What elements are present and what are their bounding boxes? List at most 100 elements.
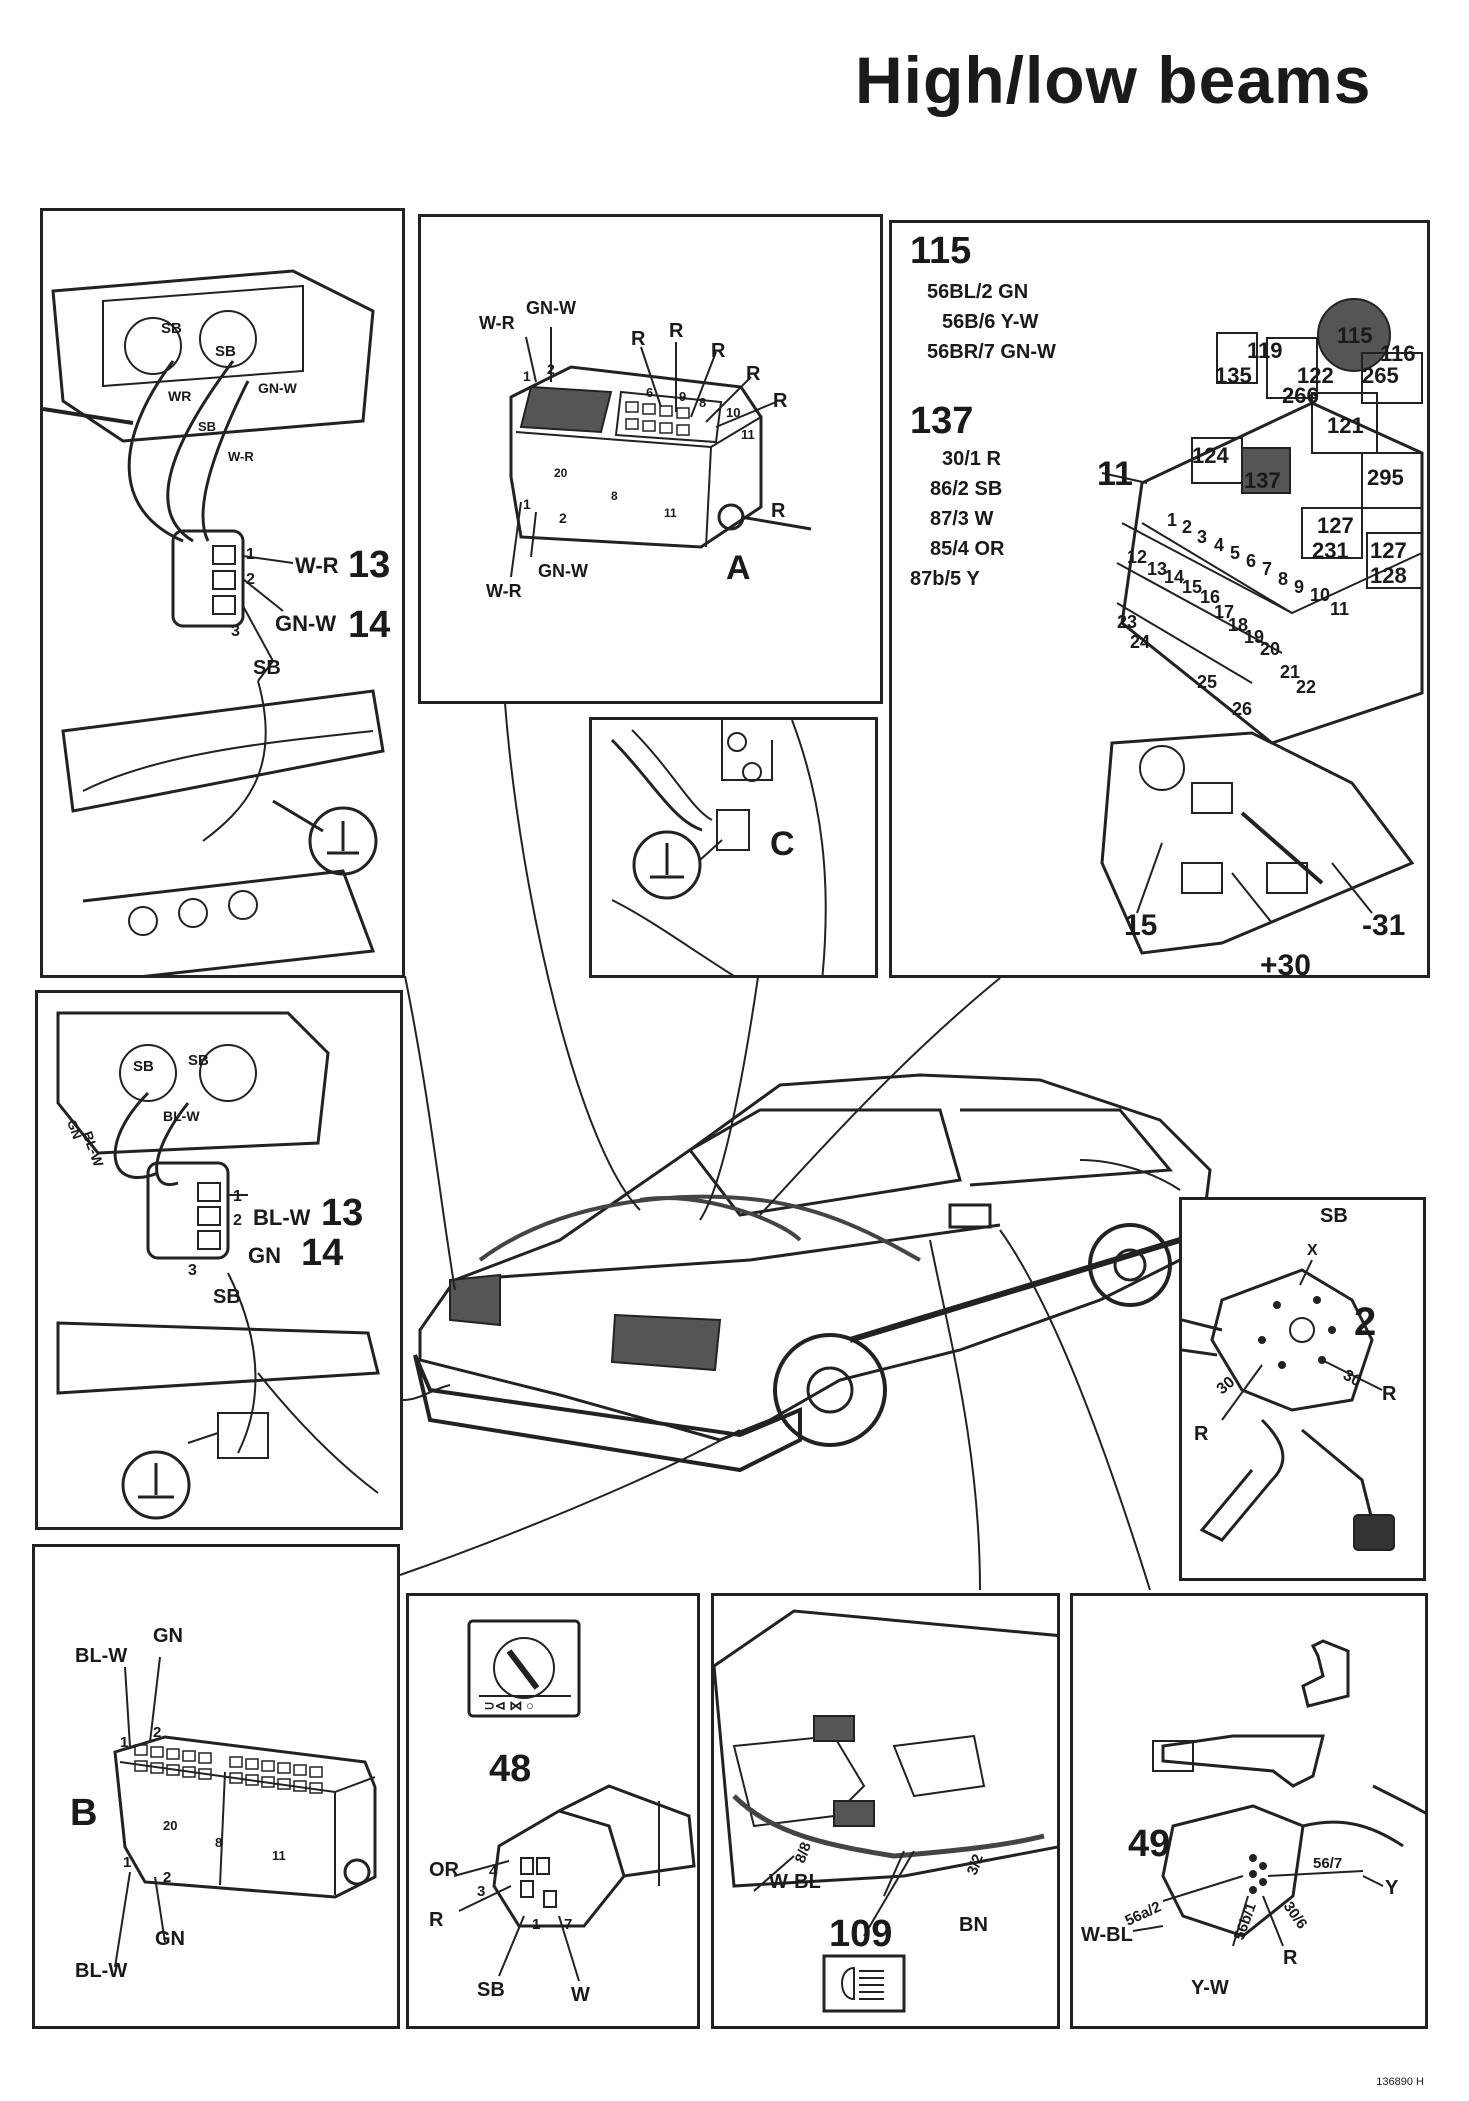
lamp-label-wr-2: W-R (228, 449, 254, 464)
pin-6: 6 (646, 385, 653, 400)
panel-relays-fusebox: 115 56BL/2 GN 56B/6 Y-W 56BR/7 GN-W 137 … (889, 220, 1430, 978)
fuse-24: 24 (1130, 632, 1150, 652)
pin-3: 3 (477, 1883, 485, 1900)
relay-137-number: 137 (910, 400, 973, 442)
terminal-minus-31: -31 (1362, 909, 1405, 942)
pin-bottom-1: 1 (123, 1854, 131, 1871)
connector-letter-a: A (726, 549, 751, 587)
relay-115-line-1: 56BL/2 GN (927, 281, 1028, 303)
callout-14: 14 (301, 1232, 343, 1274)
fuse-23: 23 (1117, 612, 1137, 632)
pin-2: 2 (246, 571, 255, 588)
fuse-11: 11 (1330, 599, 1349, 619)
lamp-label-sb-2: SB (215, 343, 236, 360)
wire-w-bl: W-BL (1081, 1924, 1133, 1946)
callout-13: 13 (321, 1192, 363, 1234)
pin-bottom-2: 2 (163, 1869, 171, 1886)
pin-1: 1 (532, 1916, 540, 1933)
relay-137-line-1: 30/1 R (942, 448, 1001, 470)
light-switch-drawing: ⊃⊲ ⋈ ○ 48 4 3 1 7 OR R SB W (429, 1619, 696, 2006)
headlight-icon (822, 1954, 906, 2013)
wire-gn-w-top: GN-W (526, 298, 576, 318)
connector-letter-b: B (70, 1792, 97, 1834)
box-127-a: 127 (1317, 513, 1354, 538)
wire-w-r-bottom: W-R (486, 581, 522, 601)
block-8: 8 (215, 1835, 222, 1850)
wire-gn-w: GN-W (275, 611, 336, 636)
pin-9: 9 (679, 389, 686, 404)
wire-r: R (429, 1909, 444, 1931)
fuse-17: 17 (1214, 602, 1234, 622)
panel-headlight-indicator: 8/8 3/2 W-BL BN 109 (711, 1593, 1060, 2029)
fuse-1: 1 (1167, 510, 1177, 530)
box-128: 128 (1370, 563, 1407, 588)
pin-56-7: 56/7 (1313, 1855, 1342, 1872)
callout-11: 11 (1097, 455, 1133, 493)
fuse-16: 16 (1200, 587, 1220, 607)
box-135: 135 (1215, 363, 1252, 388)
wire-sb: SB (477, 1979, 505, 2001)
box-124: 124 (1192, 443, 1229, 468)
fuse-14: 14 (1164, 567, 1184, 587)
panel-headlamp-right: SB SB WR GN-W SB W-R 1 2 3 W-R GN-W SB 1… (40, 208, 405, 978)
lamp-label-sb-1: SB (161, 320, 182, 337)
wire-bl-w-bottom: BL-W (75, 1960, 127, 1982)
fuse-18: 18 (1228, 615, 1248, 635)
wire-gn-bottom: GN (155, 1928, 185, 1950)
ground-letter-c: C (770, 825, 795, 863)
box-122: 122 (1297, 363, 1334, 388)
lamp-label-gnw: GN-W (258, 380, 298, 396)
wire-or: OR (429, 1859, 460, 1881)
pin-1: 1 (246, 546, 255, 563)
pin-top-2: 2 (153, 1724, 161, 1741)
pin-11: 11 (741, 427, 755, 442)
terminal-15: 15 (1124, 909, 1157, 942)
fuse-20: 20 (1260, 639, 1280, 659)
pin-top-1: 1 (120, 1734, 128, 1751)
lamp-label-sb-1: SB (133, 1058, 154, 1075)
box-127-b: 127 (1370, 538, 1407, 563)
box-137: 137 (1244, 468, 1281, 493)
page-title: High/low beams (855, 43, 1372, 117)
connector-a-drawing: GN-W W-R 1 2 R R R R R R 6 9 8 10 11 20 … (479, 298, 812, 601)
fuse-5: 5 (1230, 543, 1240, 563)
switch-positions-icon: ⊃⊲ ⋈ ○ (484, 1698, 534, 1713)
fuse-21: 21 (1280, 662, 1300, 682)
pin-8: 8 (699, 395, 706, 410)
panel-connector-b: BL-W GN 1 2 20 8 11 1 2 GN BL-W B (32, 1544, 400, 2029)
relay-115-line-2: 56B/6 Y-W (942, 311, 1038, 333)
pin-3-2: 3/2 (964, 1852, 987, 1877)
pin-bottom-2: 2 (559, 510, 567, 526)
connector-b-drawing: BL-W GN 1 2 20 8 11 1 2 GN BL-W B (70, 1625, 377, 1982)
fuse-13: 13 (1147, 559, 1167, 579)
wire-bl-w: BL-W (253, 1205, 311, 1230)
panel-connector-a: GN-W W-R 1 2 R R R R R R 6 9 8 10 11 20 … (418, 214, 883, 704)
box-115: 115 (1337, 323, 1373, 348)
r-label-2: R (669, 320, 684, 342)
box-231: 231 (1312, 538, 1349, 563)
panel-ground-c: C (589, 717, 878, 978)
pin-top-1: 1 (523, 368, 531, 384)
figure-id: 136890 H (1376, 2076, 1424, 2088)
block-8: 8 (611, 489, 618, 503)
relay-137-highlight (1241, 447, 1291, 494)
fuse-10: 10 (1310, 585, 1330, 605)
switch-label-30-b: 30 (1340, 1367, 1364, 1391)
fuse-22: 22 (1296, 677, 1316, 697)
relay-137-line-4: 85/4 OR (930, 538, 1005, 560)
callout-13: 13 (348, 544, 390, 586)
callout-49: 49 (1128, 1823, 1170, 1865)
pin-top-2: 2 (547, 361, 555, 377)
lamp-label-sb-3: SB (198, 419, 216, 434)
relay-137-line-5: 87b/5 Y (910, 568, 980, 590)
fuse-19: 19 (1244, 627, 1264, 647)
callout-48: 48 (489, 1748, 531, 1790)
pin-8-8: 8/8 (792, 1840, 815, 1865)
box-295: 295 (1367, 465, 1404, 490)
fuse-8: 8 (1278, 569, 1288, 589)
box-121: 121 (1327, 413, 1364, 438)
box-266: 266 (1282, 383, 1319, 408)
fuse-2: 2 (1182, 517, 1192, 537)
relay-137-line-3: 87/3 W (930, 508, 993, 530)
panel-headlamp-left: SB SB BL-W BL-W GN 1 2 3 BL-W GN SB 13 1… (35, 990, 403, 1530)
